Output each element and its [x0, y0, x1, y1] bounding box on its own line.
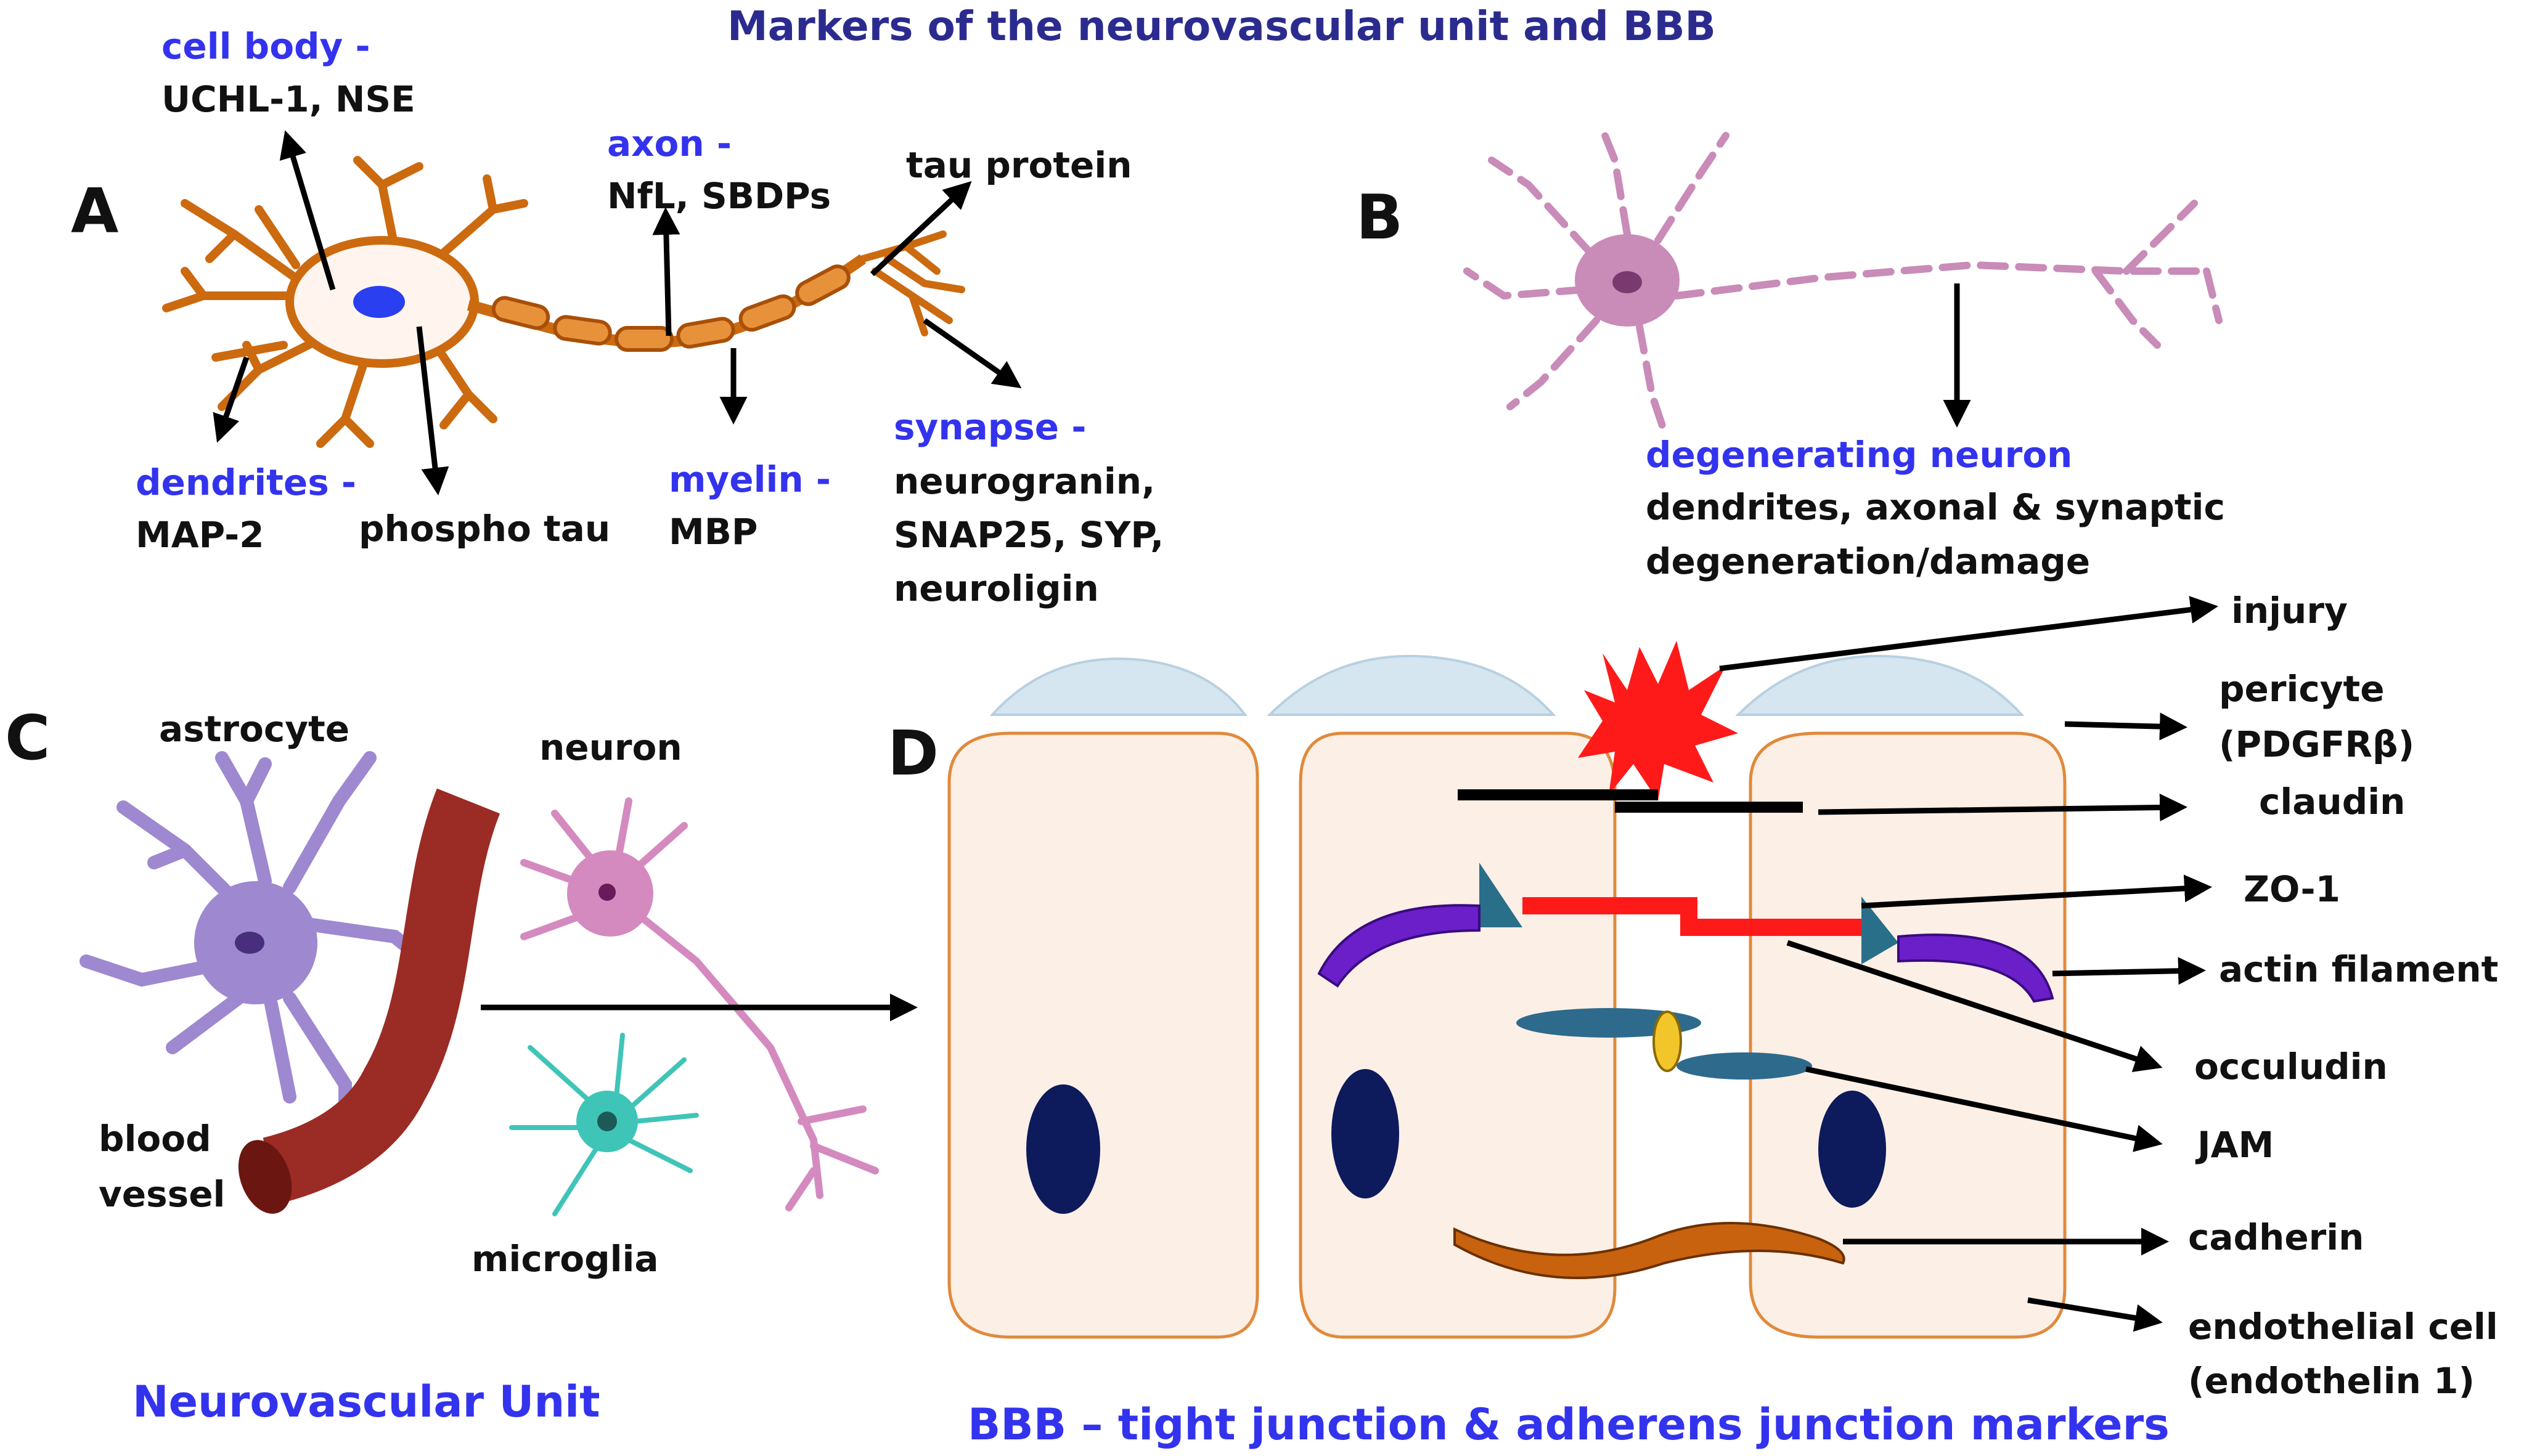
- endothelial-label-1: endothelial cell: [2188, 1306, 2498, 1348]
- endothelial-cells: [947, 731, 2067, 1339]
- phospho-tau-label: phospho tau: [359, 508, 611, 550]
- astrocyte-label: astrocyte: [159, 708, 350, 750]
- cell-body-label: cell body -: [161, 25, 370, 67]
- microglia: [509, 1033, 699, 1216]
- panel-label-b: B: [1356, 181, 1403, 253]
- blood-vessel: [238, 788, 500, 1214]
- claudin: [1458, 789, 1803, 813]
- synapse-marker-2: SNAP25, SYP,: [894, 514, 1164, 556]
- panel-label-c: C: [5, 702, 51, 774]
- jam: [1516, 1008, 1812, 1080]
- neuron-nucleus: [353, 286, 405, 318]
- injury-burst: [1578, 641, 1738, 801]
- zo1-label: ZO-1: [2244, 868, 2340, 910]
- actin-left: [1317, 904, 1481, 988]
- cell-body-markers: UCHL-1, NSE: [161, 78, 415, 120]
- axon-label: axon -: [607, 123, 732, 165]
- pericyte-label-1: pericyte: [2219, 668, 2385, 710]
- myelin-label: myelin -: [669, 458, 831, 500]
- occludin-label: occuludin: [2194, 1046, 2388, 1088]
- degenerating-neuron: [1463, 126, 2223, 435]
- panel-d-arrows: [1719, 596, 2218, 1332]
- degeneration-line-2: degeneration/damage: [1646, 540, 2091, 582]
- cadherin-label: cadherin: [2188, 1216, 2364, 1258]
- endothelial-label-2: (endothelin 1): [2188, 1360, 2475, 1402]
- claudin-label: claudin: [2259, 781, 2406, 823]
- neurovascular-unit-caption: Neurovascular Unit: [133, 1377, 600, 1427]
- microglia-label: microglia: [472, 1238, 659, 1280]
- degeneration-line-1: dendrites, axonal & synaptic: [1646, 486, 2225, 528]
- injury-label: injury: [2231, 590, 2348, 632]
- panel-label-d: D: [888, 717, 939, 789]
- synapse-label: synapse -: [894, 406, 1087, 448]
- healthy-neuron: [162, 156, 965, 448]
- myelin-markers: MBP: [669, 511, 758, 553]
- pericytes: [989, 654, 2025, 716]
- jam-label: JAM: [2197, 1124, 2274, 1166]
- zo1-left: [1479, 863, 1522, 927]
- cadherin: [1453, 1222, 1845, 1279]
- axon-markers: NfL, SBDPs: [607, 175, 831, 217]
- panel-label-a: A: [71, 175, 119, 247]
- blood-vessel-label-1: blood: [99, 1118, 211, 1160]
- actin-filament-label: actin filament: [2219, 948, 2499, 990]
- synapse-marker-1: neurogranin,: [894, 460, 1156, 502]
- nuclei: [1026, 1069, 1886, 1214]
- blood-vessel-label-2: vessel: [99, 1173, 226, 1215]
- panel-a-arrows: [213, 130, 1022, 495]
- pericyte-label-2: (PDGFRβ): [2219, 723, 2415, 765]
- neuron-label: neuron: [539, 726, 682, 768]
- occludin: [1522, 897, 1868, 936]
- bbb-caption: BBB – tight junction & adherens junction…: [968, 1399, 2170, 1450]
- neuron-c: [520, 797, 879, 1211]
- figure-title: Markers of the neurovascular unit and BB…: [727, 2, 1716, 50]
- synapse-marker-3: neuroligin: [894, 567, 1099, 609]
- degenerating-neuron-label: degenerating neuron: [1646, 434, 2073, 476]
- zo1-right: [1861, 897, 1898, 964]
- dendrites-label: dendrites -: [136, 462, 356, 503]
- actin-right: [1897, 933, 2054, 1003]
- tau-protein-label: tau protein: [906, 144, 1132, 186]
- astrocyte: [80, 751, 432, 1128]
- dendrites-markers: MAP-2: [136, 514, 264, 556]
